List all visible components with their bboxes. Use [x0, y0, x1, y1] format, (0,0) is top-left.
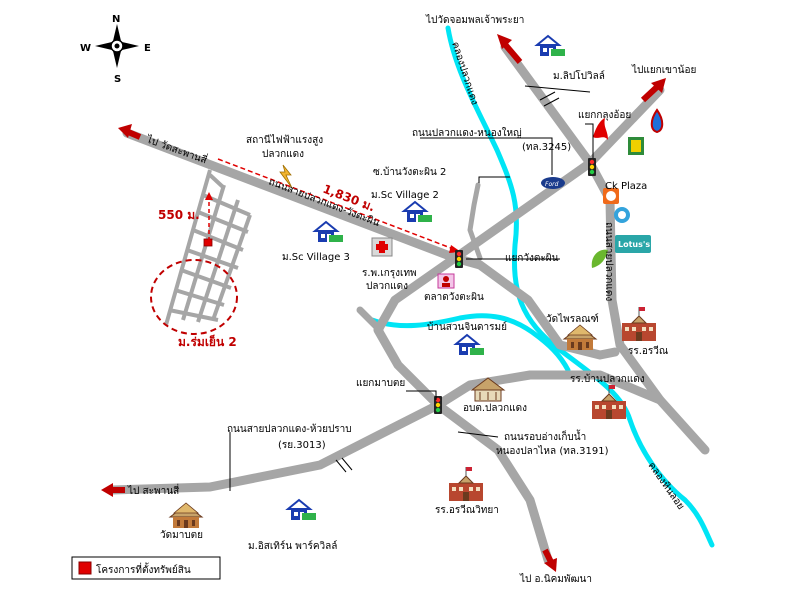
label-east-road: ถนนสายปลวกแดง: [603, 222, 614, 301]
label-junction-kok-oi: แยกกลุงอ้อย: [578, 109, 631, 121]
label-school-ban-plak-daeng: รร.บ้านปลวกแดง: [570, 373, 645, 385]
label-project-name: ม.ร่มเย็น 2: [178, 334, 237, 349]
bridge-lipo: [539, 91, 560, 107]
project-grid: [164, 169, 252, 326]
label-hospital-1: ร.พ.เกรุงเทพ: [362, 268, 417, 279]
svg-text:Ford: Ford: [545, 181, 559, 188]
label-junction-map-yang: แยกมาบตย: [356, 378, 405, 389]
label-substation-1: สถานีไฟฟ้าแรงสูง: [246, 134, 323, 146]
house-icon: [536, 35, 566, 57]
label-canal-plak-daeng: คลองปลวกแดง: [449, 41, 480, 107]
bank-logo-icon: [603, 188, 619, 204]
label-canal-hin-loi: คลองหินลอย: [646, 460, 687, 511]
lotus-logo-icon: Lotus's: [615, 235, 651, 253]
destination-kao-noi: ไปแยกเขาน้อย: [631, 64, 696, 76]
compass-east: E: [144, 43, 151, 54]
label-road-nong-yai: ถนนปลวกแดง-หนองใหญ่: [412, 127, 522, 139]
label-ck-plaza: Ck Plaza: [605, 181, 647, 192]
house-icon: [403, 201, 433, 223]
label-school-orawee-wittaya: รร.อรวีณวิทยา: [435, 504, 499, 516]
label-lipo-ville: ม.ลิปโปวิลล์: [553, 69, 605, 82]
canal-plak-daeng: [445, 25, 715, 548]
label-substation-2: ปลวกแดง: [262, 149, 304, 160]
hospital-icon: [371, 237, 393, 257]
bigc-logo-icon: [628, 137, 644, 155]
compass-west: W: [80, 43, 91, 54]
temple-icon: [169, 502, 203, 529]
label-obt: อบต.ปลวกแดง: [463, 403, 527, 414]
project-boundary: [150, 259, 238, 335]
label-junction-wang-tabin: แยกวังตะผิน: [505, 253, 559, 264]
legend: โครงการที่ตั้งทรัพย์สิน: [71, 556, 221, 580]
label-soi-wang-tabin: ซ.บ้านวังตะผิน 2: [373, 166, 446, 178]
bank2-logo-icon: [614, 207, 630, 223]
label-wat-map-yang: วัดมาบตย: [160, 530, 203, 541]
arrow-kao-noi: [640, 78, 666, 103]
ptt-logo-icon: [593, 118, 608, 140]
label-sc-village-2: ม.Sc Village 2: [371, 190, 439, 201]
school-icon: [591, 384, 627, 420]
compass-north: N: [112, 14, 120, 25]
arrow-sapan-see: [101, 483, 125, 497]
traffic-light-icon: [434, 396, 442, 414]
traffic-light-icon: [588, 158, 596, 176]
label-road-huai-prap: ถนนสายปลวกแดง-ห้วยปราบ: [227, 423, 352, 435]
house-icon: [455, 334, 485, 356]
temple-icon: [563, 324, 597, 351]
market-icon: [437, 273, 455, 289]
label-market: ตลาดวังตะผิน: [424, 292, 484, 303]
project-marker: [203, 238, 213, 247]
house-icon: [314, 221, 344, 243]
bridge-huai-prap: [335, 457, 353, 473]
arrow-wat-sapan-see: [118, 124, 142, 140]
label-road-nong-yai-code: (ทล.3245): [522, 142, 571, 153]
canal-side-branch: [369, 313, 571, 373]
label-road-huai-prap-code: (รย.3013): [278, 440, 326, 451]
destination-nikom: ไป อ.นิคมพัฒนา: [519, 573, 592, 585]
legend-swatch: [78, 561, 92, 575]
compass-south: S: [114, 74, 121, 85]
label-hospital-2: ปลวกแดง: [366, 281, 408, 292]
label-road-rop-ang: ถนนรอบอ่างเก็บน้ำ: [504, 429, 586, 443]
government-office-icon: [470, 377, 506, 402]
label-m-issarin: ม.อิสเทิร์น พาร์ควิลล์: [248, 540, 337, 552]
shell-drop-icon: [650, 108, 664, 134]
house-icon: [287, 499, 317, 521]
leaf-logo-icon: [591, 249, 608, 268]
distance-line-diagonal: [217, 158, 457, 251]
label-ban-suan: บ้านสวนจินดารมย์: [427, 321, 507, 333]
compass-rose: N S E W: [80, 14, 151, 85]
label-distance-vertical: 550 ม.: [158, 208, 200, 222]
label-sc-village-3: ม.Sc Village 3: [282, 252, 350, 263]
legend-label: โครงการที่ตั้งทรัพย์สิน: [96, 562, 191, 576]
svg-text:Lotus's: Lotus's: [618, 240, 650, 249]
substation-icon: [279, 164, 293, 189]
ford-logo-icon: Ford: [541, 177, 565, 189]
road-network: [107, 42, 710, 565]
destination-wat-jom-phon: ไปวัดจอมพลเจ้าพระยา: [425, 14, 524, 26]
arrow-wat-jom-phon: [497, 34, 523, 64]
label-wat-phai-lom: วัดไพรลณฑ์: [546, 313, 599, 325]
label-school-oraweean: รร.อรวีณ: [628, 345, 668, 357]
arrow-nikom: [542, 548, 557, 572]
school-icon: [448, 466, 484, 502]
label-road-nong-pla-lai: หนองปลาไหล (ทล.3191): [496, 445, 609, 457]
traffic-light-icon: [455, 250, 463, 268]
school-icon: [621, 306, 657, 342]
destination-sapan-see: ไป สะพานสี่: [127, 483, 179, 497]
destination-wat-sapan-see: ไป วัดสะพานสี่: [144, 131, 209, 166]
